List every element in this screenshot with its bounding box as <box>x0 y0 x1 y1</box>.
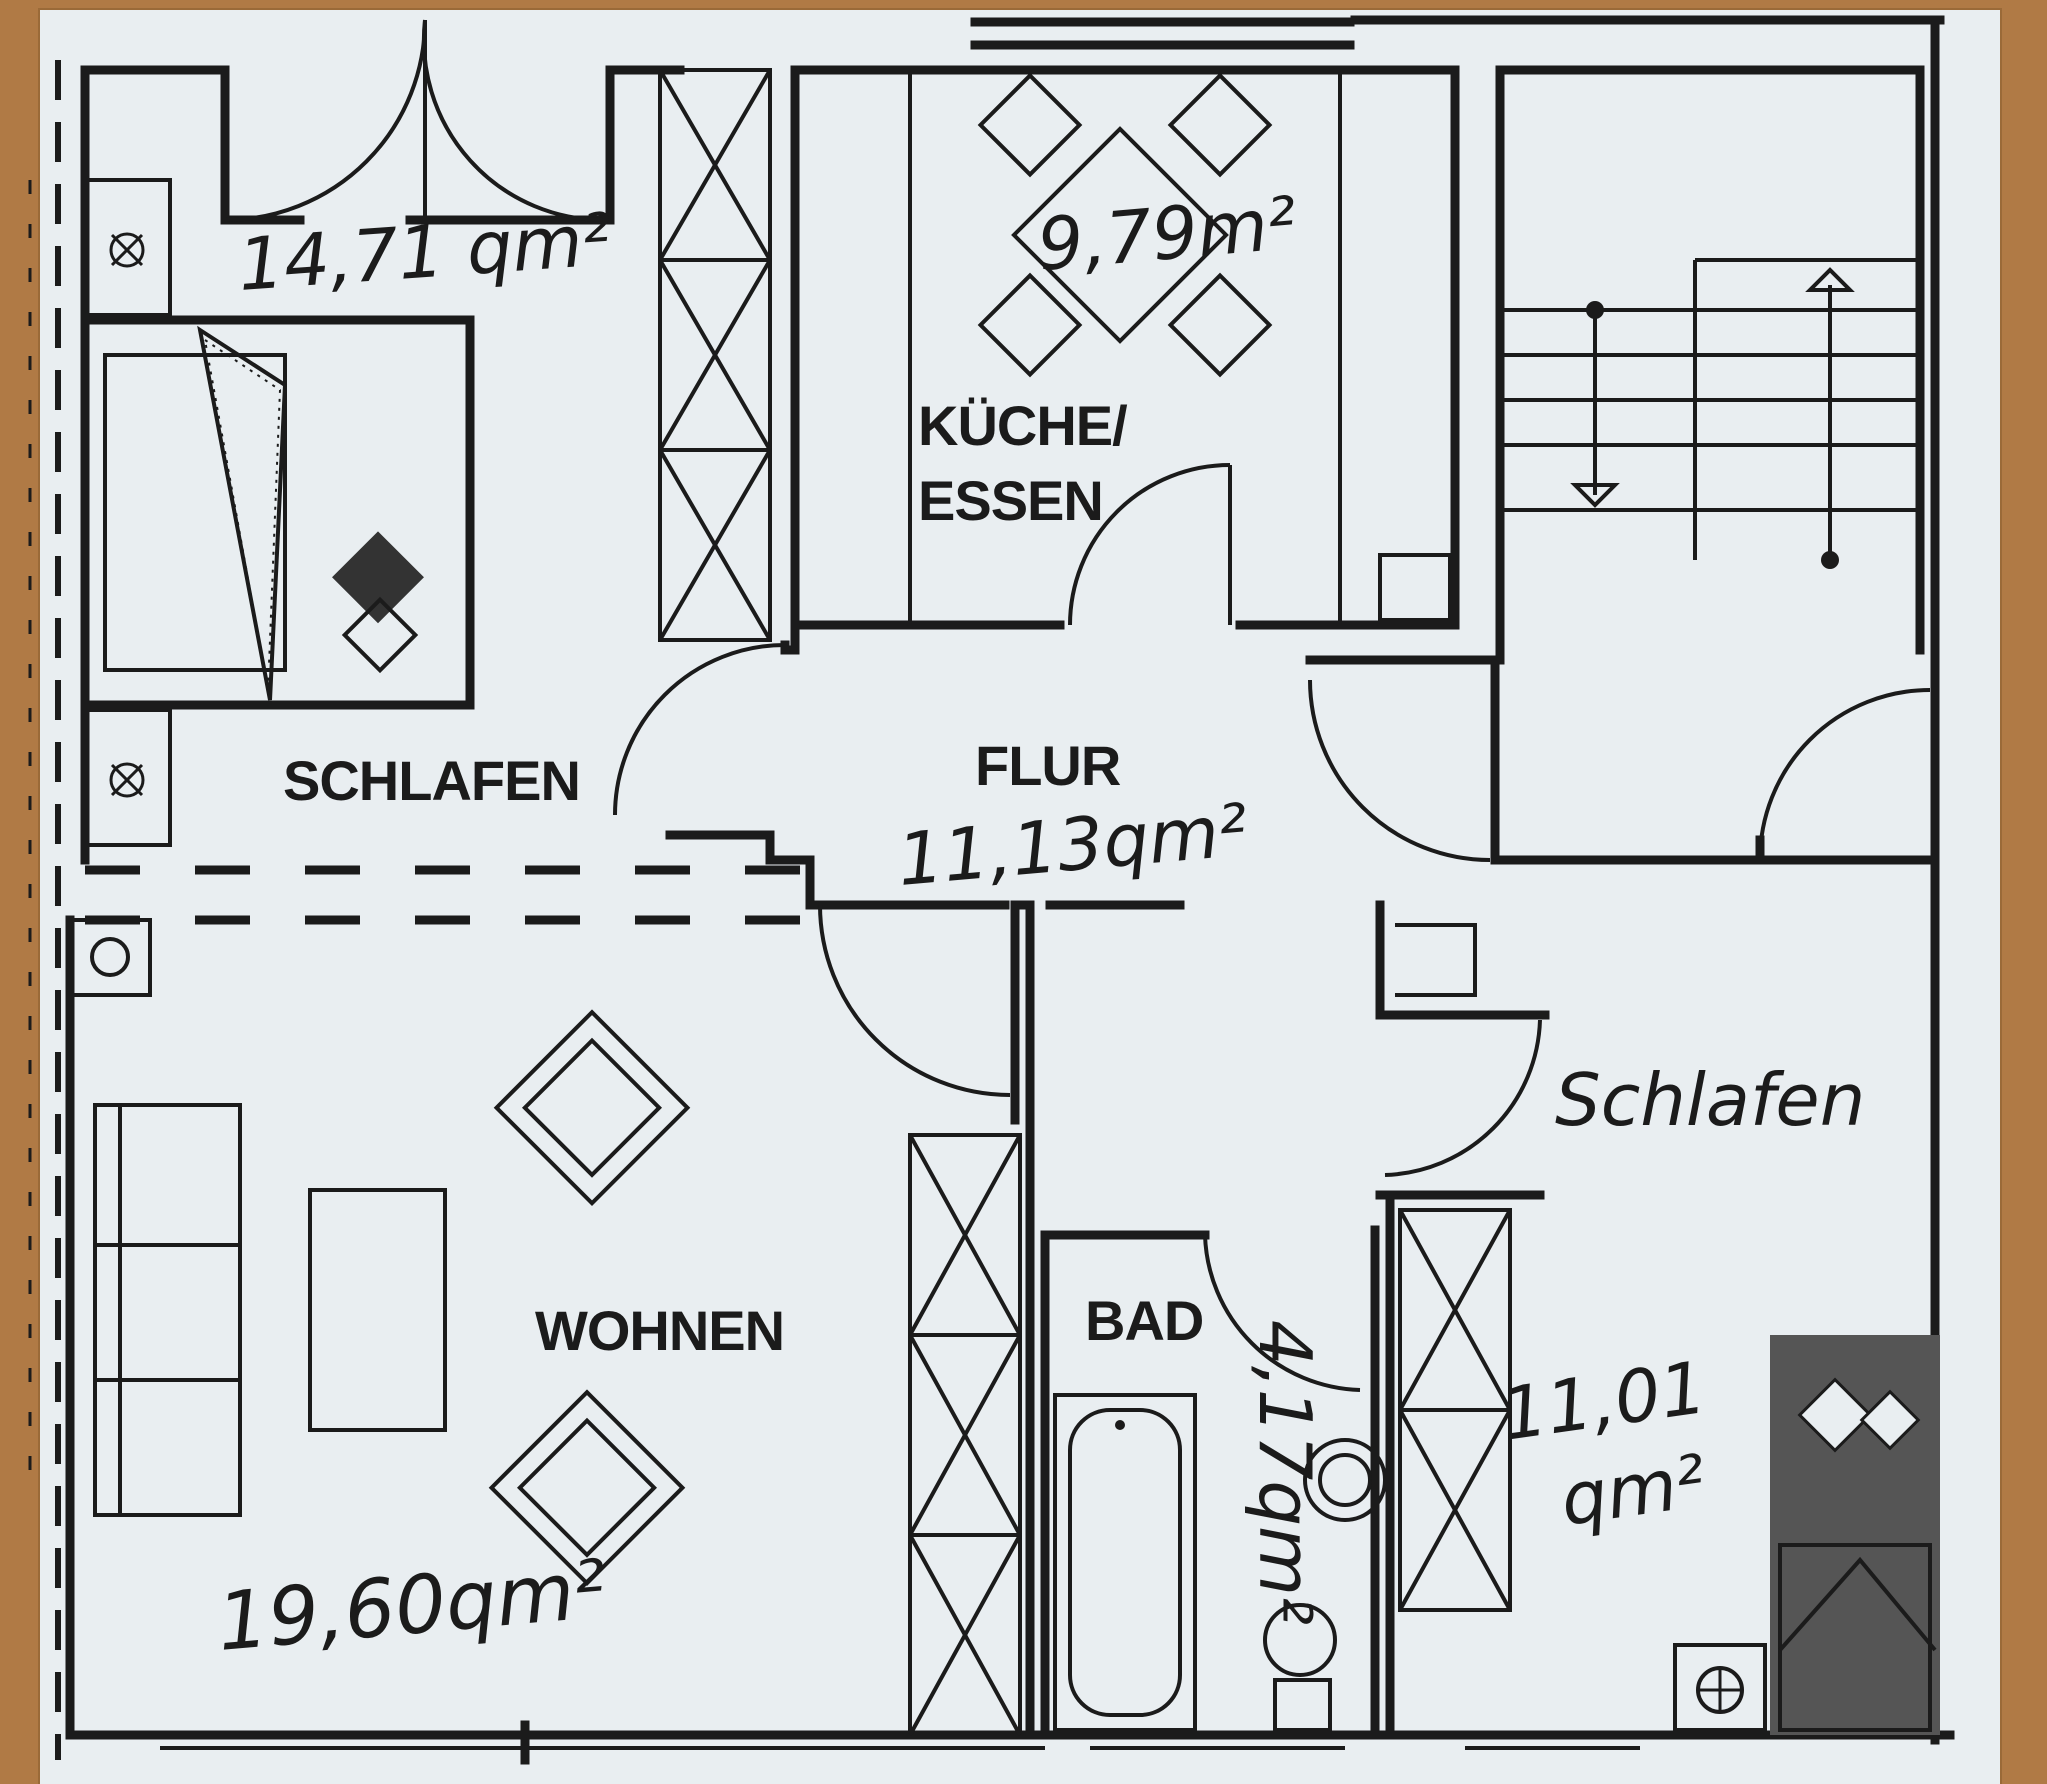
living-door-swing <box>818 904 1011 1097</box>
wardrobe-top <box>658 68 772 642</box>
entrance-door-swing <box>1758 688 1931 861</box>
area-schlafen-2-line1: 11,01 <box>1496 1345 1712 1457</box>
label-kueche-line2: ESSEN <box>918 469 1103 532</box>
area-bad: 4,17qm² <box>1243 1320 1327 1625</box>
label-wohnen: WOHNEN <box>535 1299 784 1362</box>
kitchen-door-swing <box>1068 463 1231 626</box>
label-kueche-line1: KÜCHE/ <box>918 394 1128 457</box>
label-schlafen-2: Schlafen <box>1555 1058 1865 1142</box>
area-schlafen-1: 14,71 qm² <box>235 197 614 307</box>
label-flur: FLUR <box>975 734 1121 797</box>
label-bad: BAD <box>1085 1289 1203 1352</box>
bedroom2-fixtures <box>1375 900 1940 1740</box>
area-flur: 11,13qm² <box>894 788 1251 902</box>
room-divider-dashed <box>68 865 810 997</box>
area-kueche: 9,79m² <box>1034 181 1300 287</box>
bedroom2-upper-door-swing <box>1308 679 1491 862</box>
kitchen-walls <box>790 65 1460 630</box>
bottom-windows <box>160 1720 1640 1765</box>
dining-table <box>977 72 1273 378</box>
bedroom1-door <box>224 19 606 223</box>
staircase <box>1495 65 1925 665</box>
bathroom-fixtures <box>1040 1225 1387 1740</box>
wardrobe-living <box>908 1133 1022 1737</box>
bedroom1-hall-door-swing <box>613 643 786 816</box>
label-schlafen-1: SCHLAFEN <box>283 749 580 812</box>
area-schlafen-2-line2: qm² <box>1556 1439 1711 1542</box>
living-furniture <box>93 1009 691 1586</box>
bedroom1-fixtures <box>80 178 475 847</box>
area-wohnen: 19,60qm² <box>214 1542 610 1669</box>
hall-wall-vertical <box>1010 900 1035 1740</box>
bedroom2-door-swing <box>1384 1019 1542 1177</box>
